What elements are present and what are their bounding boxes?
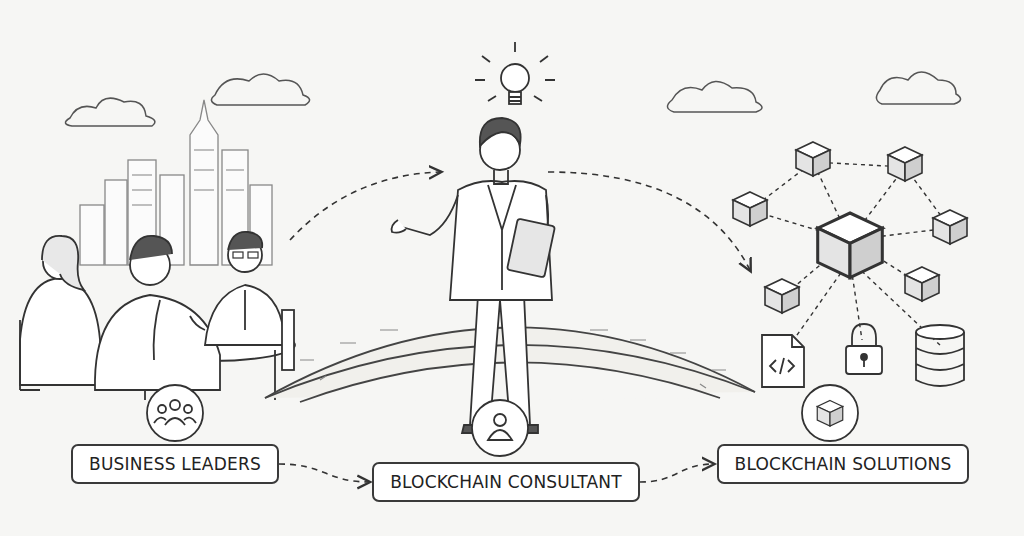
role-label-box: BLOCKCHAIN SOLUTIONS — [717, 444, 970, 484]
lightbulb — [475, 42, 555, 104]
flow-connector — [279, 464, 370, 482]
role-label-box: BLOCKCHAIN CONSULTANT — [372, 462, 640, 502]
label-text: BLOCKCHAIN CONSULTANT — [390, 472, 622, 492]
label-text: BUSINESS LEADERS — [89, 454, 261, 474]
consultant-figure — [392, 118, 555, 433]
city-skyline — [80, 100, 272, 265]
flow-connector — [640, 464, 715, 482]
label-text: BLOCKCHAIN SOLUTIONS — [735, 454, 952, 474]
meeting-scene — [20, 232, 295, 400]
network-links — [750, 162, 950, 345]
solution-icons — [762, 324, 964, 387]
blockchain-cubes — [733, 142, 967, 313]
role-label-box: BUSINESS LEADERS — [71, 444, 279, 484]
flow-arcs — [290, 172, 750, 270]
